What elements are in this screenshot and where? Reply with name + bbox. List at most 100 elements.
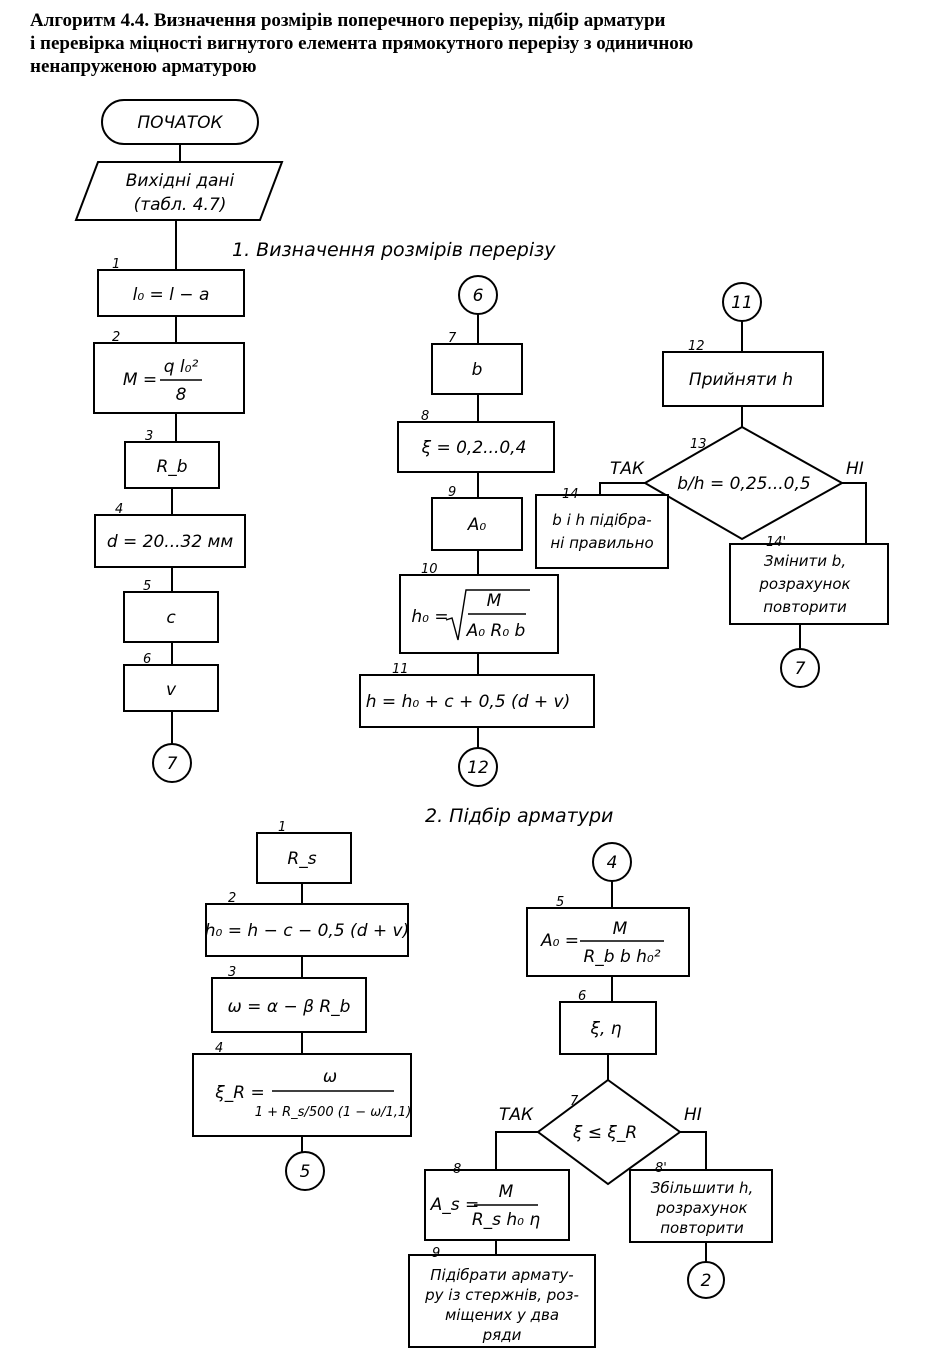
p2-step-6-box: [559, 1001, 657, 1055]
step-2-denominator: 8: [176, 385, 187, 405]
p2-step-3-number: 3: [228, 965, 236, 980]
decision-13-condition: b/h = 0,25...0,5: [677, 474, 810, 494]
p2-step-4-numerator: ω: [323, 1067, 337, 1087]
connector-12-label: 12: [467, 758, 489, 778]
p2-step-8p-number: 8': [655, 1161, 667, 1176]
step-10-number: 10: [421, 562, 438, 577]
p2-step-5-numerator: M: [613, 919, 628, 939]
step-7-number: 7: [448, 331, 457, 346]
p2-step-9-line-2: ру із стержнів, роз-: [424, 1286, 579, 1304]
p2-step-1-box: [256, 832, 352, 884]
step-7-box: [431, 343, 523, 395]
decision-7-number: 7: [570, 1094, 579, 1109]
connector-12-circle: [458, 747, 498, 787]
decision-13-no-label: НІ: [846, 459, 864, 479]
start-label: ПОЧАТОК: [137, 113, 223, 133]
p2-step-5-number: 5: [556, 895, 564, 910]
connector-7b-label: 7: [795, 659, 806, 679]
no-branch-line: [842, 482, 867, 544]
p2-step-3-formula: ω = α − β R_b: [228, 997, 351, 1017]
step-6-box: [123, 664, 219, 712]
decision-7-condition: ξ ≤ ξ_R: [572, 1123, 637, 1143]
step-14p-line-1: Змінити b,: [764, 552, 846, 570]
p2-step-8-number: 8: [453, 1162, 461, 1177]
step-14p-line-3: повторити: [763, 598, 847, 616]
step-8-box: [397, 421, 555, 473]
p2-step-3-box: [211, 977, 367, 1033]
step-11-formula: h = h₀ + c + 0,5 (d + v): [366, 692, 570, 712]
step-10-denominator: A₀ R₀ b: [466, 621, 526, 641]
algorithm-title-line-1: Алгоритм 4.4. Визначення розмірів попере…: [30, 10, 666, 31]
p2-step-9-line-4: ряди: [482, 1326, 522, 1344]
p2-step-1-number: 1: [278, 820, 286, 835]
algorithm-title-line-2: і перевірка міцності вигнутого елемента …: [30, 33, 694, 54]
step-5-number: 5: [143, 579, 151, 594]
p2-step-8-lhs: A_s =: [430, 1195, 480, 1215]
input-line-2: (табл. 4.7): [134, 195, 227, 215]
step-6-number: 6: [143, 652, 151, 667]
square-root-sign: [445, 589, 530, 641]
connector-2-label: 2: [701, 1271, 712, 1291]
step-1-formula: l₀ = l − a: [133, 285, 210, 305]
step-4-box: [94, 514, 246, 568]
input-line-1: Вихідні дані: [126, 171, 235, 191]
p2-step-9-line-1: Підібрати армату-: [430, 1266, 573, 1284]
step-9-value: A₀: [467, 515, 487, 535]
connector-5-label: 5: [300, 1162, 311, 1182]
step-14-box: [535, 494, 669, 569]
p2-step-5-box: [526, 907, 690, 977]
connector-7-label: 7: [167, 754, 178, 774]
p2-step-9-box: [408, 1254, 596, 1348]
p2-step-1-value: R_s: [287, 849, 316, 869]
decision-7-yes-label: ТАК: [499, 1105, 534, 1125]
step-4-value: d = 20...32 мм: [107, 532, 234, 552]
step-12-text: Прийняти h: [689, 370, 793, 390]
p2-step-8-numerator: M: [499, 1182, 514, 1202]
p2-step-8-denominator: R_s h₀ η: [472, 1210, 541, 1230]
p2-step-4-denominator: 1 + R_s/500 (1 − ω/1,1): [255, 1105, 412, 1120]
p2-step-8p-line-3: повторити: [660, 1219, 744, 1237]
decision-7-no-label: НІ: [684, 1105, 702, 1125]
step-3-value: R_b: [156, 457, 187, 477]
step-14-line-2: ні правильно: [550, 534, 653, 552]
p2-step-6-number: 6: [578, 989, 586, 1004]
step-8-number: 8: [421, 409, 429, 424]
step-1-box: [97, 269, 245, 317]
yes-branch-line: [495, 1131, 538, 1170]
connector-5-circle: [285, 1151, 325, 1191]
step-14p-line-2: розрахунок: [758, 575, 850, 593]
p2-step-4-number: 4: [215, 1041, 223, 1056]
step-5-value: c: [166, 608, 176, 628]
step-12-number: 12: [688, 339, 705, 354]
decision-13-diamond: [642, 425, 845, 541]
step-2-number: 2: [112, 330, 120, 345]
decision-13-yes-label: ТАК: [610, 459, 645, 479]
step-2-lhs: M =: [123, 370, 157, 390]
step-11-box: [359, 674, 595, 728]
connector-2-circle: [687, 1261, 725, 1299]
p2-step-5-denominator: R_b b h₀²: [583, 947, 660, 967]
step-2-numerator: q l₀²: [164, 357, 199, 377]
connector-7-circle: [152, 743, 192, 783]
yes-branch-line: [599, 482, 645, 495]
connector-6-label: 6: [473, 286, 484, 306]
no-branch-line: [680, 1131, 707, 1170]
step-14-line-1: b i h підібра-: [552, 511, 651, 529]
step-7-value: b: [472, 360, 483, 380]
step-12-box: [662, 351, 824, 407]
step-6-value: v: [166, 680, 177, 700]
section-2-title: 2. Підбір арматури: [425, 805, 613, 827]
step-14-number: 14: [562, 487, 579, 502]
p2-step-2-formula: h₀ = h − c − 0,5 (d + v): [205, 921, 409, 941]
p2-step-2-box: [205, 903, 409, 957]
step-14p-box: [729, 543, 889, 625]
p2-step-8p-box: [629, 1169, 773, 1243]
algorithm-title-line-3: ненапруженою арматурою: [30, 56, 257, 77]
p2-step-9-line-3: міщених у два: [445, 1306, 559, 1324]
connector-11-label: 11: [731, 293, 753, 313]
step-8-value: ξ = 0,2...0,4: [421, 438, 527, 458]
step-9-number: 9: [448, 485, 456, 500]
p2-step-4-box: [192, 1053, 412, 1137]
